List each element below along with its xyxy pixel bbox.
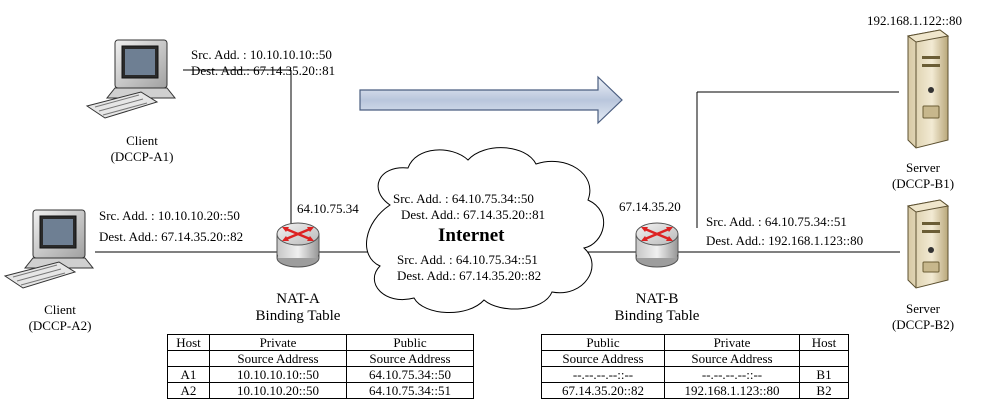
table-cell: 192.168.1.123::80: [664, 382, 800, 399]
table-cell: 64.10.75.34::51: [346, 382, 474, 399]
server-b1-label: Server: [906, 160, 940, 175]
nat-b-name: NAT-B: [635, 291, 679, 307]
table-cell: A1: [167, 366, 210, 383]
table-row: --.--.--.--::-- --.--.--.--::-- B1: [541, 366, 849, 383]
client-a2-label: Client: [44, 302, 76, 317]
internet-flow2-dest: Dest. Add.: 67.14.35.20::82: [397, 268, 542, 283]
nat-a-name: NAT-A: [276, 291, 320, 307]
connection-lines: [95, 69, 900, 253]
client-a2-src-address: Src. Add. : 10.10.10.20::50: [99, 208, 240, 223]
header-cell: Public: [346, 334, 474, 351]
subheader-cell: [799, 350, 849, 367]
client-a2-dest-address: Dest. Add.: 67.14.35.20::82: [99, 229, 244, 244]
header-cell: Host: [167, 334, 210, 351]
client-a1-src-address: Src. Add. : 10.10.10.10::50: [191, 47, 332, 62]
nat-b-ip: 67.14.35.20: [619, 199, 681, 214]
table-cell: 10.10.10.20::50: [209, 382, 347, 399]
internet-label: Internet: [438, 225, 505, 246]
header-cell: Private: [664, 334, 800, 351]
server-b2-icon: [906, 199, 950, 289]
server-b1-icon: [906, 29, 950, 149]
table-row: A2 10.10.10.20::50 64.10.75.34::51: [167, 382, 474, 399]
internet-flow1-dest: Dest. Add.: 67.14.35.20::81: [401, 207, 546, 222]
server-b1-address: 192.168.1.122::80: [867, 13, 962, 28]
table-cell: A2: [167, 382, 210, 399]
table-cell: 67.14.35.20::82: [541, 382, 665, 399]
header-cell: Public: [541, 334, 665, 351]
table-cell: B1: [799, 366, 849, 383]
subheader-cell: Source Address: [346, 350, 474, 367]
internet-cloud-icon: [366, 147, 605, 313]
table-cell: B2: [799, 382, 849, 399]
nat-b-subtitle: Binding Table: [614, 308, 700, 324]
nat-b-router-icon: [635, 222, 679, 268]
server-b1-id: (DCCP-B1): [891, 176, 955, 191]
header-cell: Host: [799, 334, 849, 351]
client-a2-computer-icon: [3, 209, 95, 289]
nat-a-binding-table: Host Private Public Source Address Sourc…: [167, 334, 474, 399]
nat-a-ip: 64.10.75.34: [297, 201, 359, 216]
table-cell: --.--.--.--::--: [664, 366, 800, 383]
subheader-cell: Source Address: [541, 350, 665, 367]
client-a2-id: (DCCP-A2): [28, 318, 92, 333]
client-a1-computer-icon: [85, 39, 177, 119]
server-b2-label: Server: [906, 301, 940, 316]
client-a1-id: (DCCP-A1): [110, 149, 174, 164]
server-b2-dest-address: Dest. Add.: 192.168.1.123::80: [706, 233, 864, 248]
header-cell: Private: [209, 334, 347, 351]
client-a1-dest-address: Dest. Add.: 67.14.35.20::81: [191, 63, 336, 78]
nat-a-subtitle: Binding Table: [255, 308, 341, 324]
table-row: 67.14.35.20::82 192.168.1.123::80 B2: [541, 382, 849, 399]
table-subheader-row: Source Address Source Address: [167, 350, 474, 367]
internet-flow2-src: Src. Add. : 64.10.75.34::51: [397, 252, 538, 267]
table-header-row: Public Private Host: [541, 334, 849, 351]
nat-b-binding-table: Public Private Host Source Address Sourc…: [541, 334, 849, 399]
table-cell: --.--.--.--::--: [541, 366, 665, 383]
internet-flow1-src: Src. Add. : 64.10.75.34::50: [393, 191, 534, 206]
subheader-cell: [167, 350, 210, 367]
server-b2-src-address: Src. Add. : 64.10.75.34::51: [706, 214, 847, 229]
flow-arrow: [359, 75, 623, 125]
client-a1-label: Client: [126, 133, 158, 148]
table-cell: 64.10.75.34::50: [346, 366, 474, 383]
subheader-cell: Source Address: [664, 350, 800, 367]
subheader-cell: Source Address: [209, 350, 347, 367]
table-row: A1 10.10.10.10::50 64.10.75.34::50: [167, 366, 474, 383]
table-subheader-row: Source Address Source Address: [541, 350, 849, 367]
server-b2-id: (DCCP-B2): [891, 317, 955, 332]
table-header-row: Host Private Public: [167, 334, 474, 351]
table-cell: 10.10.10.10::50: [209, 366, 347, 383]
nat-a-router-icon: [276, 222, 320, 268]
